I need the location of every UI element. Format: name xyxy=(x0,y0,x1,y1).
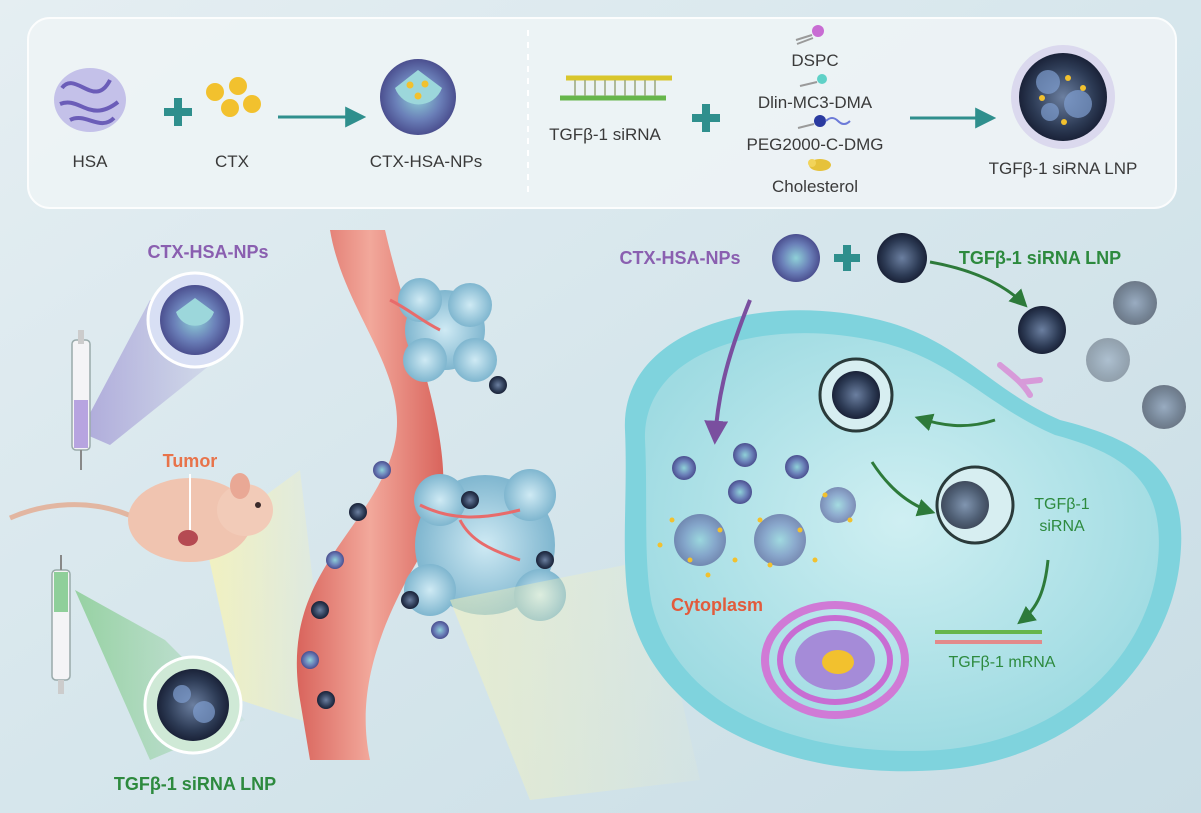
vessel-nanoparticles xyxy=(301,461,391,709)
cell-ctx-hsa-nps-label: CTX-HSA-NPs xyxy=(619,248,740,268)
cell-np-icon xyxy=(772,234,820,282)
peg-lipid-icon xyxy=(797,115,851,129)
syringe-bottom-icon xyxy=(51,555,71,694)
plus-icon-2 xyxy=(692,104,720,132)
lnp-label: TGFβ-1 siRNA LNP xyxy=(989,159,1138,178)
cell-lnp-label: TGFβ-1 siRNA LNP xyxy=(959,248,1121,268)
cell-sirna-label-line1: TGFβ-1 xyxy=(1034,496,1090,513)
hsa-protein-icon xyxy=(54,68,126,132)
cell-sirna-label-line2: siRNA xyxy=(1039,518,1085,535)
cell-cytoplasm xyxy=(644,333,1159,751)
ctx-label: CTX xyxy=(215,152,249,171)
synthesis-panel-box xyxy=(27,17,1177,209)
sirna-label: TGFβ-1 siRNA xyxy=(549,125,661,144)
dspc-lipid-icon xyxy=(795,25,824,45)
ctx-molecule-icon xyxy=(206,77,261,117)
cholesterol-icon xyxy=(808,159,831,171)
hsa-label: HSA xyxy=(73,152,109,171)
cell-plus-icon xyxy=(834,245,860,271)
cholesterol-label: Cholesterol xyxy=(772,177,858,196)
extracellular-lnps xyxy=(1018,281,1186,429)
nucleus xyxy=(761,601,909,719)
dlin-label: Dlin-MC3-DMA xyxy=(758,93,873,112)
dlin-lipid-icon xyxy=(799,74,827,87)
cytoplasm-label: Cytoplasm xyxy=(671,595,763,615)
mrna-strand xyxy=(935,630,1042,644)
tumor-cluster-top xyxy=(389,278,507,394)
lnp-icon xyxy=(1011,45,1115,149)
endosome-1-lnp xyxy=(832,371,880,419)
ctx-hsa-np-icon xyxy=(380,59,456,135)
lnp-bubble-vesicle xyxy=(193,701,215,723)
tumor-cluster-bottom xyxy=(401,469,566,639)
peg-label: PEG2000-C-DMG xyxy=(747,135,884,154)
plus-icon xyxy=(164,98,192,126)
mrna-label: TGFβ-1 mRNA xyxy=(949,654,1056,671)
arrow-endocytosis xyxy=(914,413,996,431)
ctx-hsa-nps-label: CTX-HSA-NPs xyxy=(370,152,482,171)
cytoplasm-nps xyxy=(672,443,856,566)
syringe-top-icon xyxy=(71,330,91,470)
lnp-bubble-particle xyxy=(157,669,229,741)
arrow-np-uptake xyxy=(704,299,752,445)
cell-lnp-icon xyxy=(877,233,927,283)
arrow-to-mrna xyxy=(1017,559,1050,625)
receptor xyxy=(997,362,1043,398)
left-lnp-label: TGFβ-1 siRNA LNP xyxy=(114,774,276,794)
tumor-label: Tumor xyxy=(163,451,218,471)
endosome-2-lnp xyxy=(941,481,989,529)
left-ctx-hsa-nps-label: CTX-HSA-NPs xyxy=(147,242,268,262)
dspc-label: DSPC xyxy=(791,51,838,70)
arrow-lnp-to-receptor xyxy=(929,260,1028,308)
synthesis-panel: HSA CTX CTX-HSA-NPs xyxy=(27,17,1177,209)
cell-panel: CTX-HSA-NPs TGFβ-1 siRNA LNP xyxy=(619,233,1186,772)
ctx-release-dots xyxy=(657,492,853,578)
sirna-duplex-icon xyxy=(560,75,672,101)
np-bubble-core xyxy=(176,298,214,326)
arrow-endosome-escape xyxy=(870,461,936,517)
lnp-bubble-vesicle xyxy=(173,685,191,703)
